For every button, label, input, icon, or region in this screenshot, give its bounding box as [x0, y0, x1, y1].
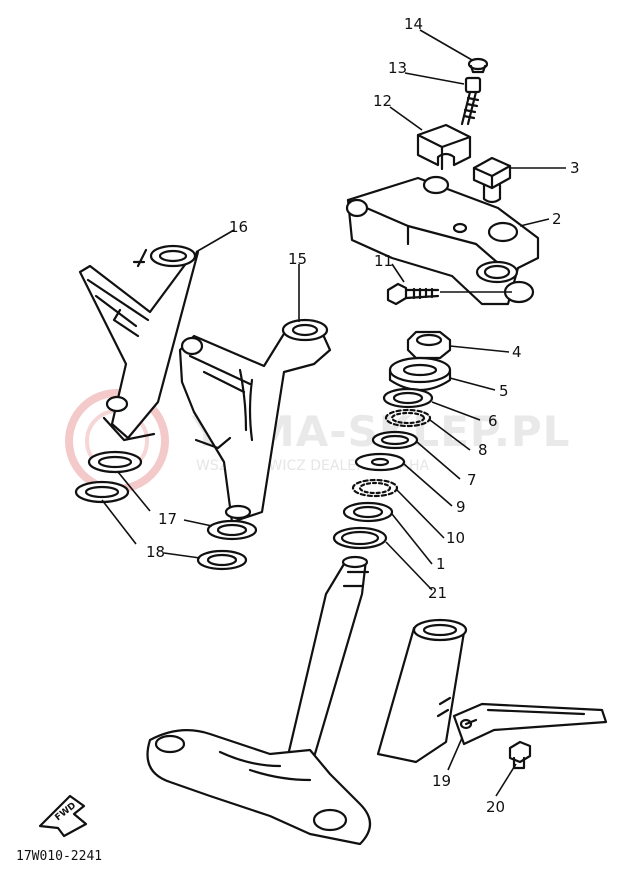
part-16-left-handlebar [78, 244, 200, 442]
callout-21: 21 [428, 584, 447, 602]
part-17-left-seal [87, 450, 143, 474]
part-2-upper-bracket [345, 175, 540, 306]
callout-2: 2 [552, 210, 562, 228]
part-1-race [342, 501, 394, 523]
part-11-bolt [386, 282, 440, 306]
part-20-bolt [508, 740, 532, 770]
part-10-ball-bearing [351, 478, 399, 498]
part-14-cap [467, 57, 489, 74]
part-3-bolt [472, 156, 512, 204]
part-13-bolt [460, 76, 482, 126]
callout-4: 4 [512, 343, 522, 361]
callout-17: 17 [158, 510, 177, 528]
callout-labels: 14 13 12 3 2 11 4 5 6 8 7 9 10 1 21 16 1… [146, 15, 580, 816]
part-18-right-seal [196, 549, 248, 571]
part-5-washer [388, 356, 452, 391]
part-7-race [371, 430, 419, 450]
callout-1: 1 [436, 555, 446, 573]
part-8-ball-bearing [384, 408, 432, 428]
callout-20: 20 [486, 798, 505, 816]
callout-19: 19 [432, 772, 451, 790]
callout-3: 3 [570, 159, 580, 177]
callout-5: 5 [499, 382, 509, 400]
fork-tube [376, 618, 468, 764]
part-4-nut [406, 330, 452, 360]
part-12-clamp [416, 123, 472, 171]
callout-15: 15 [288, 250, 307, 268]
callout-6: 6 [488, 412, 498, 430]
callout-18: 18 [146, 543, 165, 561]
callout-14: 14 [404, 15, 423, 33]
leader-lines [101, 29, 566, 797]
callout-8: 8 [478, 441, 488, 459]
part-6-race [382, 387, 434, 409]
lower-bracket-steering-stem [146, 555, 372, 846]
callout-7: 7 [467, 471, 477, 489]
diagram-code: 17W010-2241 [16, 849, 102, 864]
callout-10: 10 [446, 529, 465, 547]
part-15-right-handlebar [178, 318, 332, 524]
part-9-cover [354, 452, 406, 472]
callout-9: 9 [456, 498, 466, 516]
callout-12: 12 [373, 92, 392, 110]
part-18-left-seal [74, 480, 130, 504]
callout-13: 13 [388, 59, 407, 77]
part-19-stay [452, 702, 608, 746]
part-21-seal [332, 526, 388, 550]
callout-16: 16 [229, 218, 248, 236]
part-17-right-seal [206, 519, 258, 541]
fwd-arrow-icon: FWD [38, 794, 88, 838]
callout-11: 11 [374, 252, 393, 270]
